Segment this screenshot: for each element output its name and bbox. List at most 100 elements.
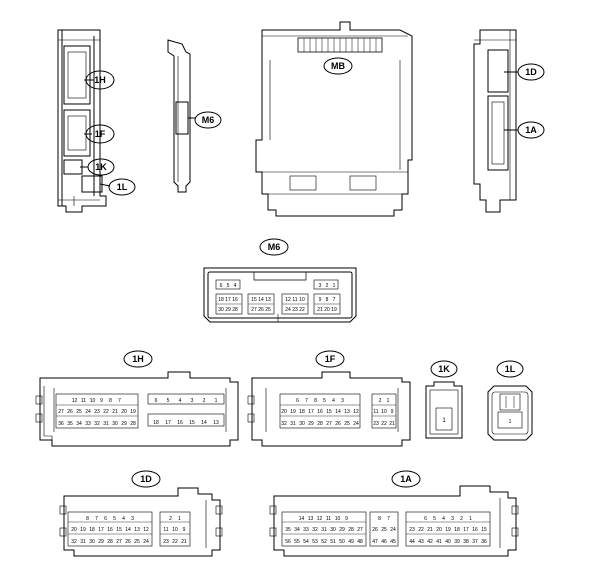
pin-1a-39: 39: [454, 539, 460, 545]
label-1d-top: 1D: [525, 67, 537, 77]
pin-1h-21: 21: [112, 409, 118, 415]
pin-m6-15: 15: [251, 297, 257, 303]
pin-1d-13: 13: [134, 527, 140, 533]
pin-1f-3: 3: [341, 398, 344, 404]
pin-1h-14: 14: [201, 420, 207, 426]
label-1h: 1H: [132, 354, 144, 364]
pin-1d-3: 3: [131, 516, 134, 522]
pin-1d-29: 29: [98, 539, 104, 545]
pin-1a-6: 6: [424, 516, 427, 522]
pin-1d-18: 18: [89, 527, 95, 533]
pin-1f-32: 32: [281, 421, 287, 427]
pin-1a-33: 33: [303, 527, 309, 533]
pin-1d-20: 20: [71, 527, 77, 533]
pin-m6-8: 8: [326, 297, 329, 303]
pin-1f-2: 2: [379, 398, 382, 404]
pin-1h-4: 4: [179, 398, 182, 404]
pin-1f-15: 15: [326, 409, 332, 415]
pin-1f-31: 31: [290, 421, 296, 427]
pin-1a-14: 14: [299, 516, 305, 522]
pin-1d-16: 16: [107, 527, 113, 533]
1h-connector: [35, 350, 239, 447]
label-m6-top: M6: [202, 115, 215, 125]
pin-1a-24: 24: [390, 527, 396, 533]
pin-1d-28: 28: [107, 539, 113, 545]
pin-1h-20: 20: [121, 409, 127, 415]
pin-m6-27: 27: [251, 307, 257, 313]
pin-1a-18: 18: [454, 527, 460, 533]
pin-m6-18: 18: [218, 297, 224, 303]
pin-1d-27: 27: [116, 539, 122, 545]
pin-1f-11: 11: [373, 409, 378, 415]
pin-m6-3: 3: [319, 283, 322, 289]
pin-m6-30: 30: [218, 307, 224, 313]
pin-1h-30: 30: [112, 421, 118, 427]
pin-1a-16: 16: [472, 527, 478, 533]
pin-1a-22: 22: [418, 527, 424, 533]
pin-1d-8: 8: [86, 516, 89, 522]
pin-1a-2: 2: [460, 516, 463, 522]
pin-1h-36: 36: [58, 421, 64, 427]
pin-1d-32: 32: [71, 539, 77, 545]
pin-1a-44: 44: [409, 539, 415, 545]
pin-1f-25: 25: [344, 421, 350, 427]
pin-1a-49: 49: [348, 539, 354, 545]
pin-1h-11: 11: [81, 398, 86, 404]
pin-m6-24: 24: [285, 307, 291, 313]
pin-1d-21: 21: [181, 539, 187, 545]
pin-1f-17: 17: [308, 409, 314, 415]
pin-1h-1: 1: [215, 398, 218, 404]
label-1k: 1K: [438, 364, 450, 374]
pin-1a-51: 51: [330, 539, 336, 545]
pin-1d-19: 19: [80, 527, 86, 533]
pin-1a-35: 35: [285, 527, 291, 533]
pin-1a-40: 40: [445, 539, 451, 545]
pin-1a-11: 11: [326, 516, 331, 522]
left-part-callouts: [80, 70, 136, 196]
pin-1a-25: 25: [381, 527, 387, 533]
label-1f-top: 1F: [95, 129, 106, 139]
pin-1d-11: 11: [163, 527, 168, 533]
pin-1a-42: 42: [427, 539, 433, 545]
left-junction-part: [57, 29, 107, 213]
pin-1h-25: 25: [76, 409, 82, 415]
pin-1f-30: 30: [299, 421, 305, 427]
label-1l: 1L: [505, 364, 516, 374]
pin-1f-8: 8: [314, 398, 317, 404]
pin-m6-20: 20: [324, 307, 330, 313]
right-junction-part: [473, 29, 545, 213]
1k-connector: [425, 360, 463, 439]
pin-1d-31: 31: [80, 539, 86, 545]
pin-1a-28: 28: [348, 527, 354, 533]
pin-m6-2: 2: [326, 283, 329, 289]
pin-1d-2: 2: [169, 516, 172, 522]
pin-1f-19: 19: [290, 409, 296, 415]
pin-m6-28: 28: [232, 307, 238, 313]
pin-1f-28: 28: [317, 421, 323, 427]
label-mb-top: MB: [331, 61, 345, 71]
connector-labels: M6 1H 1F 1K 1L 1D 1A 1 1: [132, 242, 516, 484]
pin-1h-7: 7: [118, 398, 121, 404]
pin-1h-16: 16: [177, 420, 183, 426]
pin-1h-33: 33: [85, 421, 91, 427]
pin-1a-4: 4: [442, 516, 445, 522]
pin-1h-8: 8: [109, 398, 112, 404]
pin-1h-26: 26: [67, 409, 73, 415]
pin-1d-6: 6: [104, 516, 107, 522]
pin-1a-30: 30: [330, 527, 336, 533]
pin-1d-1: 1: [178, 516, 181, 522]
pin-1a-1: 1: [469, 516, 472, 522]
pin-1f-29: 29: [308, 421, 314, 427]
label-m6: M6: [268, 242, 281, 252]
main-body-box: [255, 21, 413, 217]
pin-m6-23: 23: [292, 307, 298, 313]
pin-1h-23: 23: [94, 409, 100, 415]
pin-1h-3: 3: [191, 398, 194, 404]
pin-m6-9: 9: [319, 297, 322, 303]
pin-1h-13: 13: [213, 420, 219, 426]
pin-1d-7: 7: [95, 516, 98, 522]
pin-1h-9: 9: [100, 398, 103, 404]
pin-1f-9: 9: [391, 409, 394, 415]
pin-m6-11: 11: [292, 297, 297, 303]
pin-1f-22: 22: [381, 421, 387, 427]
